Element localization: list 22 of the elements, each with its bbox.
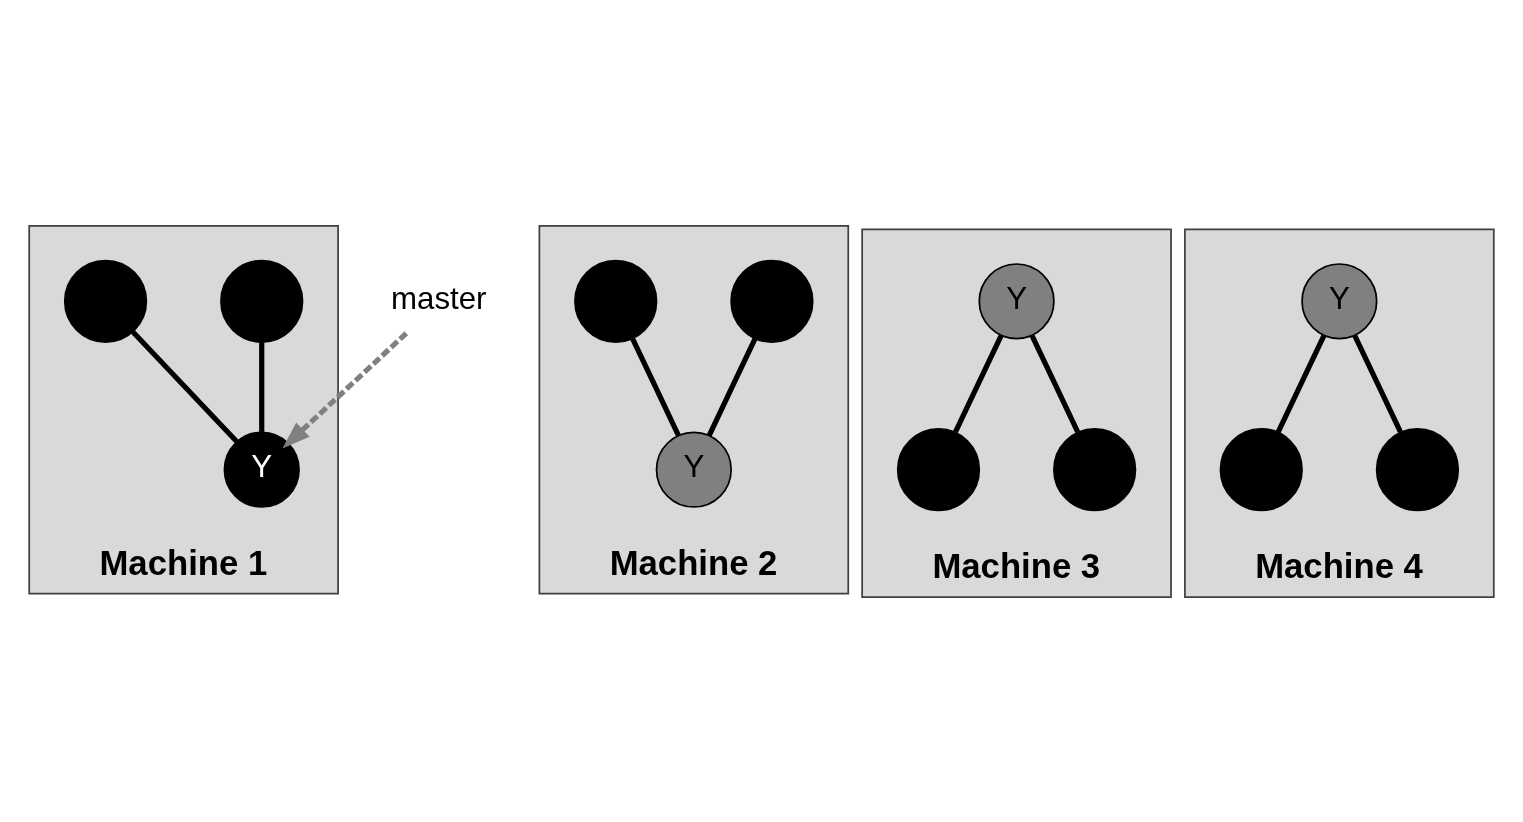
node-circle bbox=[220, 259, 304, 343]
node-circle bbox=[63, 259, 148, 343]
node-circle: Y bbox=[655, 430, 732, 508]
arrow bbox=[282, 330, 409, 449]
node-circle bbox=[1219, 427, 1303, 511]
node-circle bbox=[896, 427, 981, 511]
node-circle bbox=[1375, 427, 1460, 511]
connector bbox=[1275, 334, 1327, 433]
connector bbox=[706, 337, 758, 437]
connector bbox=[130, 329, 239, 443]
node-circle bbox=[574, 259, 658, 343]
node-circle: Y bbox=[978, 262, 1055, 339]
connector bbox=[259, 341, 265, 432]
connector bbox=[1029, 334, 1080, 433]
node-circle: Y bbox=[223, 430, 300, 508]
node-circle: Y bbox=[1301, 262, 1378, 339]
node-text: master bbox=[391, 280, 487, 316]
connector bbox=[1352, 334, 1403, 433]
connector bbox=[630, 337, 681, 437]
connector bbox=[953, 334, 1004, 433]
node-circle bbox=[730, 259, 814, 343]
node-circle bbox=[1053, 427, 1137, 511]
